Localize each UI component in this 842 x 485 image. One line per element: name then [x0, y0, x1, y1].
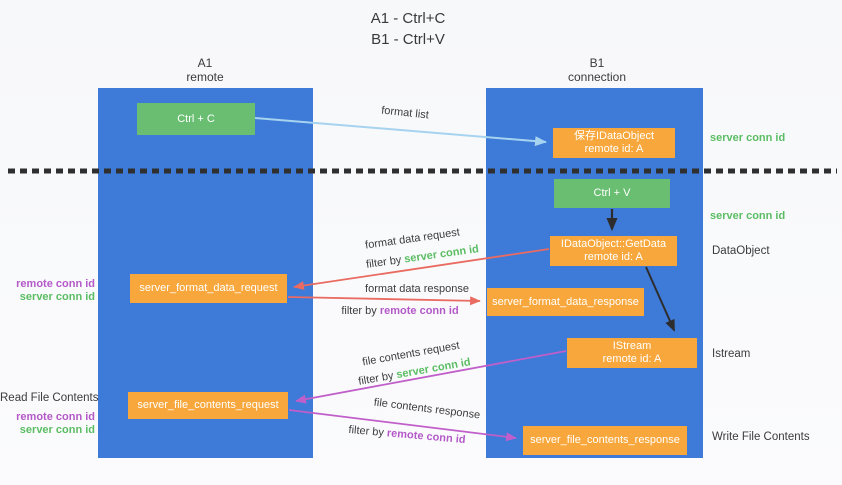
arrow-file-contents-request: [295, 350, 567, 404]
save-dataobject-title: 保存IDataObject: [573, 130, 655, 142]
diagram-title: A1 - Ctrl+C B1 - Ctrl+V: [308, 8, 508, 50]
node-idataobject-getdata: IDataObject::GetData remote id: A: [550, 236, 677, 266]
remote-conn-id-text: remote conn id: [16, 411, 95, 423]
istream-remote-id: remote id: A: [602, 353, 662, 365]
annotation-conn-ids-top: remote conn id server conn id: [0, 278, 95, 304]
lane-b1-role: connection: [567, 70, 627, 84]
filter-by-text: filter by: [341, 305, 377, 317]
file-request-label: server_file_contents_request: [137, 399, 279, 411]
node-ctrl-c: Ctrl + C: [137, 103, 255, 135]
node-server-format-data-response: server_format_data_response: [487, 288, 644, 316]
title-line-b1: B1 - Ctrl+V: [371, 31, 445, 48]
server-conn-id-text: server conn id: [19, 424, 95, 436]
label-format-data-response: format data response: [365, 283, 469, 295]
ctrl-v-label: Ctrl + V: [593, 187, 631, 199]
save-dataobject-remote-id: remote id: A: [584, 143, 644, 155]
node-istream: IStream remote id: A: [567, 338, 697, 368]
lane-header-b1: B1 connection: [537, 56, 657, 84]
annotation-server-conn-id-mid: server conn id: [710, 210, 786, 222]
lane-a1-name: A1: [197, 56, 213, 70]
remote-conn-id-text: remote conn id: [379, 305, 459, 317]
annotation-server-conn-id-top: server conn id: [710, 132, 786, 144]
istream-title: IStream: [612, 340, 652, 352]
lane-header-a1: A1 remote: [145, 56, 265, 84]
annotation-read-file-contents: Read File Contents: [0, 392, 99, 404]
annotation-istream: Istream: [712, 348, 751, 360]
arrow-format-list: [254, 117, 547, 147]
node-server-format-data-request: server_format_data_request: [130, 274, 287, 303]
annotation-write-file-contents: Write File Contents: [712, 431, 810, 443]
label-filter-by-remote-conn-id-1: filter by remote conn id: [336, 305, 464, 317]
arrow-file-contents-response: [288, 409, 517, 442]
lane-b1-name: B1: [589, 56, 605, 70]
ctrl-c-label: Ctrl + C: [177, 112, 215, 125]
file-response-label: server_file_contents_response: [530, 434, 680, 446]
annotation-dataobject: DataObject: [712, 245, 770, 257]
format-request-label: server_format_data_request: [139, 282, 278, 294]
arrow-getdata-to-istream: [645, 266, 675, 332]
node-save-dataobject: 保存IDataObject remote id: A: [553, 128, 675, 158]
format-response-label: server_format_data_response: [492, 295, 639, 308]
title-line-a1: A1 - Ctrl+C: [370, 10, 446, 27]
node-server-file-contents-response: server_file_contents_response: [523, 426, 687, 455]
remote-conn-id-text: remote conn id: [16, 278, 95, 290]
node-server-file-contents-request: server_file_contents_request: [128, 392, 288, 419]
annotation-conn-ids-bottom: remote conn id server conn id: [0, 411, 95, 437]
getdata-title: IDataObject::GetData: [560, 238, 667, 250]
arrow-format-data-request: [293, 248, 550, 290]
lane-a1-role: remote: [186, 70, 224, 84]
getdata-remote-id: remote id: A: [584, 251, 643, 263]
server-conn-id-text: server conn id: [19, 291, 95, 303]
node-ctrl-v: Ctrl + V: [554, 179, 670, 208]
arrow-format-data-response: [287, 296, 481, 306]
